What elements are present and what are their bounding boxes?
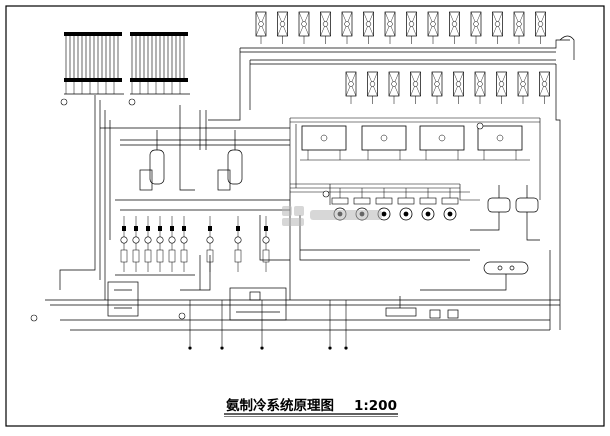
coil-header-bottom xyxy=(64,78,122,82)
outlet-end xyxy=(220,346,224,350)
pump xyxy=(180,236,188,244)
condenser-unit-fan xyxy=(537,21,544,27)
right-receivers xyxy=(420,185,540,291)
air-cooler-racks xyxy=(64,32,190,95)
coil-header xyxy=(64,32,122,36)
pump-valve xyxy=(134,226,138,231)
bottom-valve-station xyxy=(385,296,459,319)
pump xyxy=(156,236,164,244)
circulation-tank xyxy=(229,287,287,321)
pump-mid-valve xyxy=(208,226,212,231)
low-pressure-receiver xyxy=(107,281,139,317)
watermark-logo xyxy=(282,206,382,226)
outlet-end xyxy=(344,346,348,350)
pump-mid xyxy=(206,236,214,244)
condenser-unit-fan xyxy=(365,21,372,27)
pump-valve xyxy=(146,226,150,231)
compressor-hub xyxy=(403,211,409,217)
pump-valve xyxy=(182,226,186,231)
compressor-head xyxy=(353,197,371,205)
pump xyxy=(144,236,152,244)
compressor-hub xyxy=(381,211,387,217)
condenser-unit-fan xyxy=(516,21,522,27)
pump-mid xyxy=(262,236,270,244)
condenser-unit-fan xyxy=(258,21,264,27)
pump-body xyxy=(120,249,128,263)
compressor-head xyxy=(419,197,437,205)
evaporator-piping xyxy=(289,117,541,200)
outlet-drops xyxy=(188,300,348,350)
evaporator-tag xyxy=(320,134,328,142)
pump-body xyxy=(132,249,140,263)
condenser-unit-fan xyxy=(430,21,436,27)
pump-mid-body xyxy=(234,249,242,263)
drawing-title: 氨制冷系统原理图 xyxy=(226,397,334,414)
condenser-unit-lower-fan xyxy=(520,81,526,87)
condenser-unit-lower-fan xyxy=(391,81,397,87)
pump-body xyxy=(180,249,188,263)
pump-group-left xyxy=(120,216,188,272)
evaporator-tag xyxy=(380,134,388,142)
pump-group-middle xyxy=(206,216,270,272)
condenser-unit-fan xyxy=(279,21,286,27)
pump-mid xyxy=(234,236,242,244)
pump-mid-body xyxy=(262,249,270,263)
condenser-unit-fan xyxy=(451,21,458,27)
condenser-unit-lower-fan xyxy=(541,81,548,87)
left-vessels xyxy=(100,127,290,191)
drawing-border xyxy=(5,5,605,427)
compressor-hub xyxy=(425,211,431,217)
compressor-head xyxy=(397,197,415,205)
condenser-headers xyxy=(208,35,575,230)
compressor-head xyxy=(441,197,459,205)
pump-mid-valve xyxy=(236,226,240,231)
condenser-unit-fan xyxy=(301,21,307,27)
condenser-unit-fan xyxy=(322,21,329,27)
condenser-unit-fan xyxy=(387,21,393,27)
condenser-unit-fan xyxy=(473,21,479,27)
outlet-end xyxy=(260,346,264,350)
condenser-unit-lower-fan xyxy=(412,81,419,87)
coil-header-bottom xyxy=(130,78,188,82)
drawing-scale: 1:200 xyxy=(354,398,397,414)
evaporator-boxes xyxy=(301,125,523,160)
pump-valve xyxy=(122,226,126,231)
condenser-row-top xyxy=(255,11,546,44)
pump-body xyxy=(156,249,164,263)
condenser-unit-lower-fan xyxy=(434,81,440,87)
compressor-hub xyxy=(447,211,453,217)
pump xyxy=(168,236,176,244)
pump-body xyxy=(144,249,152,263)
condenser-unit-fan xyxy=(408,21,415,27)
outlet-end xyxy=(188,346,192,350)
condenser-unit-lower-fan xyxy=(369,81,376,87)
compressor-head xyxy=(375,197,393,205)
pump xyxy=(132,236,140,244)
pump xyxy=(120,236,128,244)
pump-mid-valve xyxy=(264,226,268,231)
condenser-unit-fan xyxy=(344,21,350,27)
evaporator-tag xyxy=(496,134,504,142)
compressor-manifold xyxy=(290,183,480,205)
condenser-unit-lower-fan xyxy=(348,81,354,87)
compressor-head xyxy=(331,197,349,205)
condenser-row-second xyxy=(345,71,550,104)
coil-header xyxy=(130,32,188,36)
callout-circles xyxy=(30,98,484,322)
pump-valve xyxy=(158,226,162,231)
pump-valve xyxy=(170,226,174,231)
main-pipework xyxy=(45,95,561,331)
evaporator-tag xyxy=(438,134,446,142)
condenser-unit-fan xyxy=(494,21,501,27)
condenser-unit-lower-fan xyxy=(477,81,483,87)
outlet-end xyxy=(328,346,332,350)
condenser-unit-lower-fan xyxy=(498,81,505,87)
evaporator-box xyxy=(361,125,407,151)
condenser-unit-lower-fan xyxy=(455,81,462,87)
pump-body xyxy=(168,249,176,263)
